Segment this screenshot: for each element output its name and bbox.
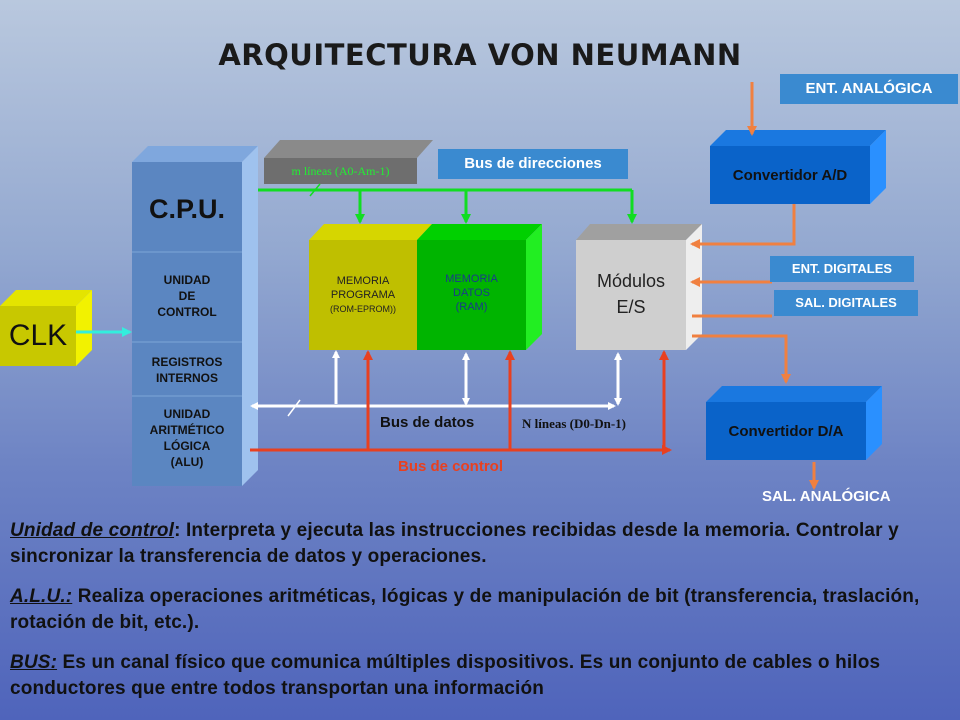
description-term: Unidad de control xyxy=(10,520,175,541)
control-bus-label: Bus de control xyxy=(398,458,504,475)
mem-program-line: (ROM-EPROM)) xyxy=(330,304,396,314)
io-module-line: E/S xyxy=(616,297,646,317)
mem-program-block xyxy=(309,224,432,350)
clk-block xyxy=(0,290,92,366)
cpu-registers-line: REGISTROS xyxy=(151,355,223,369)
io-module-line: Módulos xyxy=(596,271,666,291)
cpu-control-line: DE xyxy=(178,289,196,303)
address-lines-block xyxy=(264,140,433,184)
page-title: ARQUITECTURA VON NEUMANN xyxy=(218,38,742,72)
dac-label: Convertidor D/A xyxy=(728,422,844,440)
analog-input-label: ENT. ANALÓGICA xyxy=(780,74,958,104)
cpu-alu-line: LÓGICA xyxy=(163,439,211,453)
clk-label: CLK xyxy=(8,319,68,352)
description-text: Interpreta y ejecuta las instrucciones r… xyxy=(10,520,899,567)
address-bus-label: Bus de direcciones xyxy=(438,149,628,179)
description-text: Es un canal físico que comunica múltiple… xyxy=(10,652,881,699)
mem-program-label: MEMORIA PROGRAMA (ROM-EPROM)) xyxy=(309,274,417,316)
digital-output-label: SAL. DIGITALES xyxy=(774,290,918,316)
description-bus: BUS: Es un canal físico que comunica múl… xyxy=(10,650,950,702)
mem-data-block xyxy=(417,224,542,350)
address-lines-label: m líneas (A0-Am-1) xyxy=(291,163,390,178)
mem-data-line: (RAM) xyxy=(455,301,488,313)
cpu-control-line: CONTROL xyxy=(157,305,217,319)
analog-output-label: SAL. ANALÓGICA xyxy=(762,488,891,505)
cpu-control-line: UNIDAD xyxy=(163,273,211,287)
data-lines-label: N líneas (D0-Dn-1) xyxy=(522,416,626,431)
mem-data-line: MEMORIA xyxy=(445,273,498,285)
data-bus-lines xyxy=(250,350,622,417)
cpu-registers-line: INTERNOS xyxy=(155,371,218,385)
dac-block xyxy=(706,386,882,460)
mem-program-line: PROGRAMA xyxy=(330,289,396,301)
cpu-alu: UNIDAD ARITMÉTICO LÓGICA (ALU) xyxy=(132,406,242,470)
io-lines xyxy=(690,82,819,490)
io-module-block xyxy=(576,224,702,350)
address-bus-lines xyxy=(258,183,637,224)
adc-label: Convertidor A/D xyxy=(732,166,848,184)
data-bus-label: Bus de datos xyxy=(380,414,475,431)
mem-program-line: MEMORIA xyxy=(336,275,390,287)
digital-input-label: ENT. DIGITALES xyxy=(770,256,914,282)
description-control-unit: Unidad de control: Interpreta y ejecuta … xyxy=(10,518,950,570)
cpu-block xyxy=(132,146,258,486)
io-module-label: Módulos E/S xyxy=(576,268,686,320)
cpu-alu-line: (ALU) xyxy=(170,455,204,469)
description-text: Realiza operaciones aritméticas, lógicas… xyxy=(10,586,920,633)
mem-data-label: MEMORIA DATOS (RAM) xyxy=(417,272,526,314)
description-term: BUS: xyxy=(10,652,58,673)
description-term: A.L.U.: xyxy=(10,586,73,607)
cpu-registers: REGISTROS INTERNOS xyxy=(132,354,242,386)
cpu-alu-line: ARITMÉTICO xyxy=(149,423,225,437)
description-separator: : xyxy=(174,520,181,541)
cpu-alu-line: UNIDAD xyxy=(163,407,211,421)
mem-data-line: DATOS xyxy=(453,287,490,299)
description-alu: A.L.U.: Realiza operaciones aritméticas,… xyxy=(10,584,950,636)
cpu-title: C.P.U. xyxy=(148,193,226,224)
cpu-control-unit: UNIDAD DE CONTROL xyxy=(132,272,242,320)
control-bus-lines xyxy=(250,350,672,455)
